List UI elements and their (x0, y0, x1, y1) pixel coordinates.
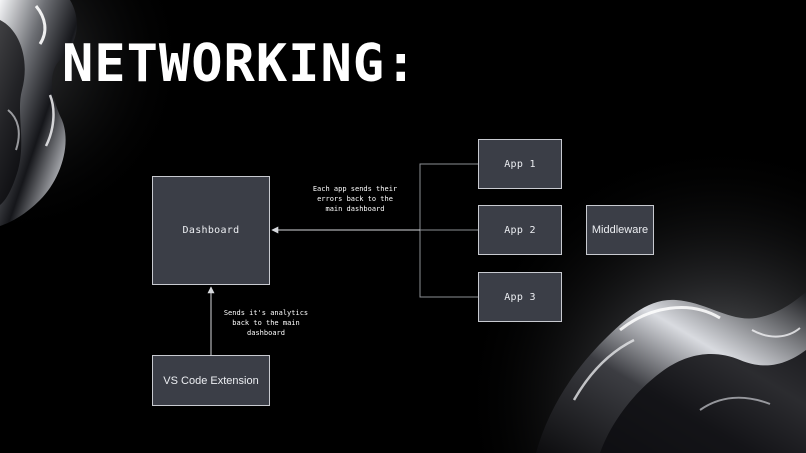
connector-app1 (419, 163, 478, 230)
app-2-label: App 2 (504, 224, 536, 236)
vscode-extension-node: VS Code Extension (152, 355, 270, 406)
app-1-label: App 1 (504, 158, 536, 170)
analytics-annotation-line: Sends it's analytics (223, 309, 309, 317)
analytics-annotation: Sends it's analytics back to the main da… (218, 308, 314, 338)
analytics-annotation-line: dashboard (247, 329, 285, 337)
middleware-node: Middleware (586, 205, 654, 255)
connector-app3 (419, 230, 478, 298)
middleware-label: Middleware (591, 224, 649, 236)
errors-annotation-line: Each app sends their (312, 185, 398, 193)
slide-title: NETWORKING: (62, 34, 418, 94)
errors-annotation-line: main dashboard (325, 205, 385, 213)
errors-annotation: Each app sends their errors back to the … (300, 184, 410, 214)
dashboard-node: Dashboard (152, 176, 270, 285)
vscode-extension-label: VS Code Extension (163, 374, 259, 387)
app-2-node: App 2 (478, 205, 562, 255)
errors-annotation-line: errors back to the (317, 195, 393, 203)
dashboard-label: Dashboard (182, 225, 240, 236)
app-3-node: App 3 (478, 272, 562, 322)
analytics-annotation-line: back to the main (232, 319, 300, 327)
app-3-label: App 3 (504, 291, 536, 303)
app-1-node: App 1 (478, 139, 562, 189)
